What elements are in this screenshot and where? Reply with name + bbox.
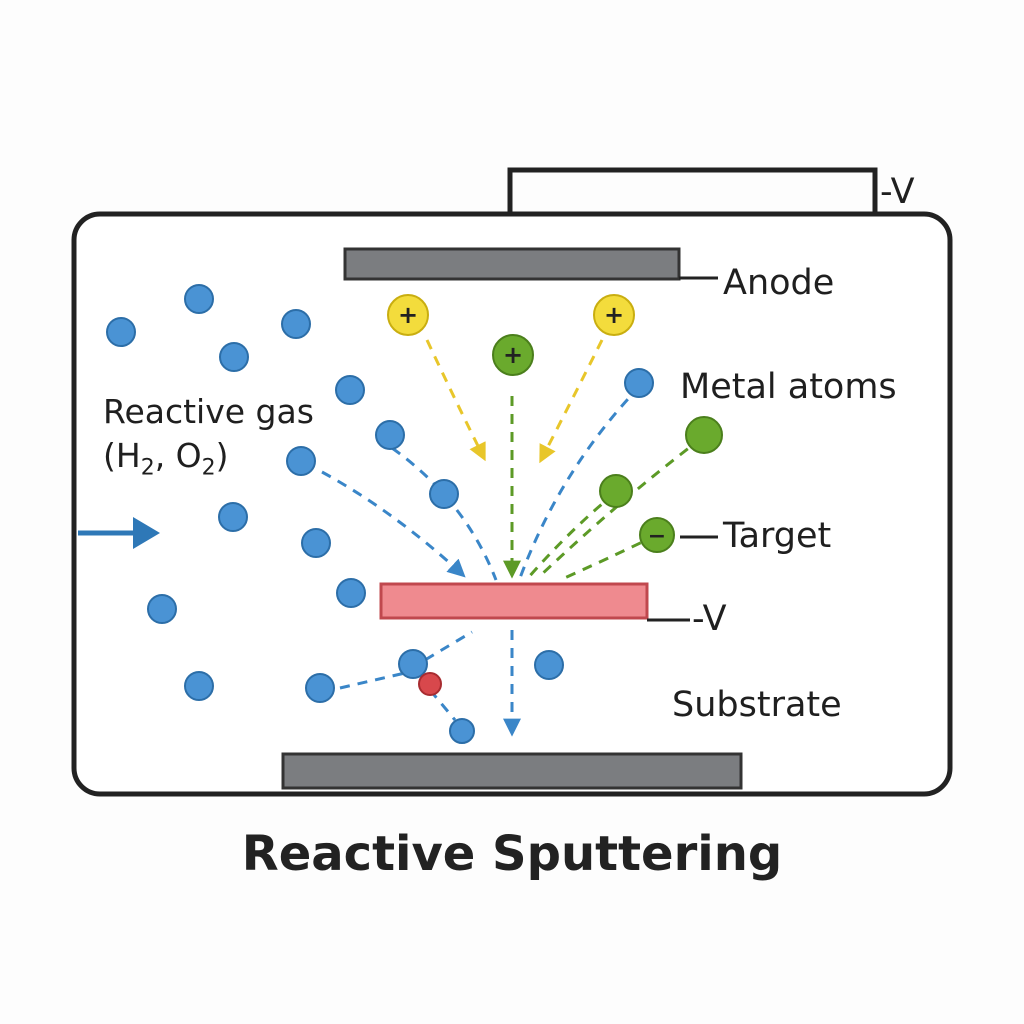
gas-molecule — [336, 578, 366, 608]
reactive-gas-formula-close: ) — [215, 436, 229, 475]
target-label: Target — [723, 516, 832, 556]
reactive-gas-label-line2: (H2, O2) — [103, 434, 314, 491]
gas-molecule — [534, 650, 564, 680]
target-plate — [379, 582, 649, 620]
ion-symbol-plus: + — [398, 301, 418, 329]
positive-ion-left — [387, 294, 429, 336]
gas-molecule — [219, 342, 249, 372]
gas-molecule — [429, 479, 459, 509]
gas-molecule — [301, 528, 331, 558]
metal-atoms — [599, 416, 723, 508]
gas-molecule — [398, 649, 428, 679]
reactive-gas-label-line1: Reactive gas — [103, 392, 314, 431]
reactive-gas-h2-subscript: 2 — [140, 455, 155, 481]
gas-molecule — [184, 284, 214, 314]
ion-trajectory-left — [425, 339, 486, 462]
gas-molecule — [184, 671, 214, 701]
reactive-gas-formula-open: (H — [103, 436, 141, 475]
anode-label: Anode — [723, 263, 835, 303]
ion-symbol-plus: + — [503, 341, 523, 369]
gas-trajectory-5 — [424, 630, 473, 662]
gas-molecule — [281, 309, 311, 339]
gas-molecule — [218, 502, 248, 532]
gas-trajectory-2 — [391, 446, 498, 581]
gas-molecules — [106, 284, 654, 744]
voltage-label-target: -V — [692, 599, 727, 639]
power-supply-wire — [507, 167, 878, 214]
gas-molecule — [375, 420, 405, 450]
metal-trajectory-3 — [559, 533, 658, 582]
gas-trajectory-3 — [518, 384, 642, 579]
reactive-gas-label: Reactive gas (H2, O2) — [103, 390, 314, 491]
metal-atom — [685, 416, 723, 454]
positive-ion-center — [492, 334, 534, 376]
ion-symbol-minus: − — [648, 524, 666, 549]
gas-inflow-arrow-head — [133, 517, 160, 549]
positive-ions: + + + — [387, 294, 635, 376]
gas-molecule — [147, 594, 177, 624]
reactive-gas-formula-sep: , O — [154, 436, 202, 475]
gas-trajectory-4 — [339, 671, 406, 690]
voltage-label-top: -V — [880, 172, 915, 212]
gas-trajectory-1 — [321, 470, 466, 578]
ion-symbol-plus: + — [604, 301, 624, 329]
metal-atoms-label: Metal atoms — [680, 367, 897, 407]
gas-molecule — [305, 673, 335, 703]
substrate-label: Substrate — [672, 685, 842, 725]
gas-molecule — [449, 718, 475, 744]
gas-molecule — [106, 317, 136, 347]
metal-trajectory-2 — [526, 491, 616, 579]
anode-plate — [343, 247, 681, 281]
metal-atom — [599, 474, 633, 508]
trajectories — [321, 339, 703, 737]
positive-ion-right — [593, 294, 635, 336]
diagram-title: Reactive Sputtering — [241, 826, 783, 882]
metal-trajectory-1 — [538, 436, 703, 578]
negative-ion — [639, 517, 675, 553]
gas-molecule — [335, 375, 365, 405]
substrate-plate — [281, 752, 743, 790]
gas-molecule — [286, 446, 316, 476]
reaction-product — [418, 672, 442, 696]
gas-molecule — [624, 368, 654, 398]
reactive-gas-o2-subscript: 2 — [201, 455, 216, 481]
